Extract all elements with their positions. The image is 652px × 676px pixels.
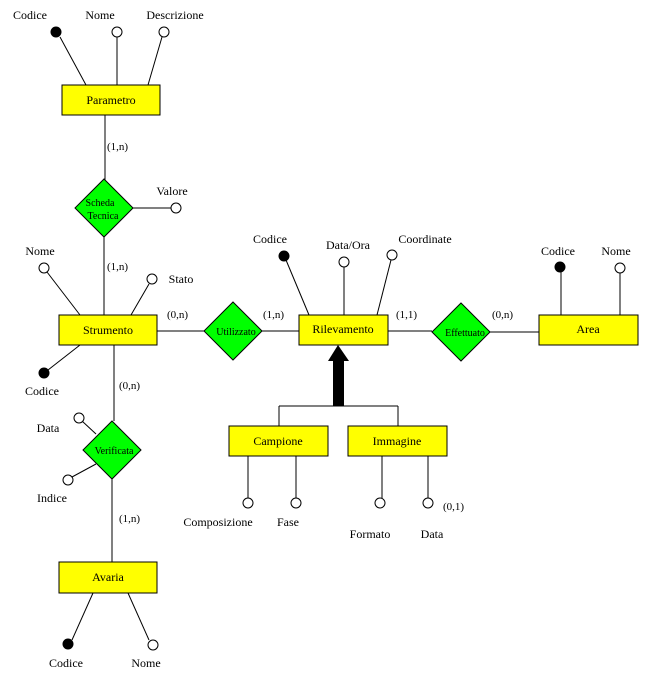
relationship-label: Verificata bbox=[95, 446, 134, 457]
attribute-icon bbox=[422, 497, 434, 509]
attr-verificata-indice: Indice bbox=[37, 491, 67, 505]
attr-rilevamento-data-ora: Data/Ora bbox=[326, 238, 371, 252]
entity-area[interactable]: Area bbox=[538, 314, 639, 346]
attr-immagine-formato: Formato bbox=[350, 527, 391, 541]
entity-label: Campione bbox=[253, 434, 302, 448]
attribute-icon bbox=[242, 497, 254, 509]
attribute-icon bbox=[158, 26, 170, 38]
key-attribute-icon bbox=[38, 367, 50, 379]
attr-strumento-nome: Nome bbox=[25, 244, 54, 258]
entity-parametro[interactable]: Parametro bbox=[59, 36, 163, 116]
attr-avaria-nome: Nome bbox=[131, 656, 160, 670]
relationship-label: Scheda bbox=[86, 198, 115, 209]
card-strumento-scheda: (1,n) bbox=[107, 261, 128, 273]
attr-rilevamento-codice: Codice bbox=[253, 232, 287, 246]
key-attribute-icon bbox=[62, 638, 74, 650]
card-area-effettuato: (0,n) bbox=[492, 309, 513, 321]
entity-immagine[interactable]: Immagine bbox=[347, 425, 448, 457]
attribute-icon bbox=[38, 262, 50, 274]
attr-avaria-codice: Codice bbox=[49, 656, 83, 670]
entity-label: Immagine bbox=[373, 434, 422, 448]
attribute-icon bbox=[374, 497, 386, 509]
relationship-effettuato[interactable]: Effettuato bbox=[431, 302, 491, 362]
card-avaria-verificata: (1,n) bbox=[119, 513, 140, 525]
attr-rilevamento-coordinate: Coordinate bbox=[398, 232, 451, 246]
entity-label: Rilevamento bbox=[312, 322, 373, 336]
entity-label: Strumento bbox=[83, 323, 133, 337]
attribute-icon bbox=[111, 26, 123, 38]
attr-strumento-codice: Codice bbox=[25, 384, 59, 398]
attribute-icon bbox=[147, 639, 159, 651]
card-rilevamento-effettuato: (1,1) bbox=[396, 309, 417, 321]
attr-parametro-nome: Nome bbox=[85, 8, 114, 22]
attr-verificata-data: Data bbox=[37, 421, 60, 435]
attribute-icon bbox=[170, 202, 182, 214]
card-strumento-verificata: (0,n) bbox=[119, 380, 140, 392]
attr-scheda-valore: Valore bbox=[156, 184, 187, 198]
card-rilevamento-utilizzato: (1,n) bbox=[263, 309, 284, 321]
attr-area-nome: Nome bbox=[601, 244, 630, 258]
entity-label: Parametro bbox=[86, 93, 135, 107]
attribute-icon bbox=[62, 474, 74, 486]
entity-strumento[interactable]: Strumento bbox=[58, 314, 158, 346]
attribute-icon bbox=[290, 497, 302, 509]
attr-area-codice: Codice bbox=[541, 244, 575, 258]
card-strumento-utilizzato: (0,n) bbox=[167, 309, 188, 321]
card-parametro-scheda: (1,n) bbox=[107, 141, 128, 153]
relationship-label: Utilizzato bbox=[216, 327, 255, 338]
attr-parametro-descrizione: Descrizione bbox=[146, 8, 203, 22]
key-attribute-icon bbox=[50, 26, 62, 38]
attr-campione-fase: Fase bbox=[277, 515, 299, 529]
relationship-label: Tecnica bbox=[88, 211, 120, 222]
attribute-icon bbox=[146, 273, 158, 285]
attribute-icon bbox=[338, 256, 350, 268]
attribute-icon bbox=[614, 262, 626, 274]
entity-label: Area bbox=[576, 322, 600, 336]
relationship-utilizzato[interactable]: Utilizzato bbox=[203, 301, 263, 361]
entity-campione[interactable]: Campione bbox=[228, 425, 329, 457]
attr-strumento-stato: Stato bbox=[169, 272, 194, 286]
attr-parametro-codice: Codice bbox=[13, 8, 47, 22]
attribute-icon bbox=[386, 249, 398, 261]
entity-label: Avaria bbox=[92, 570, 124, 584]
generalization-arrow-icon bbox=[278, 345, 399, 426]
attr-campione-composizione: Composizione bbox=[183, 515, 252, 529]
attribute-icon bbox=[73, 412, 85, 424]
key-attribute-icon bbox=[278, 250, 290, 262]
card-immagine-data: (0,1) bbox=[443, 501, 464, 513]
relationship-scheda-tecnica[interactable]: Scheda Tecnica bbox=[74, 178, 134, 238]
attr-immagine-data: Data bbox=[421, 527, 444, 541]
relationship-label: Effettuato bbox=[445, 328, 485, 339]
entity-rilevamento[interactable]: Rilevamento bbox=[298, 314, 389, 346]
key-attribute-icon bbox=[554, 261, 566, 273]
entity-avaria[interactable]: Avaria bbox=[58, 561, 158, 594]
